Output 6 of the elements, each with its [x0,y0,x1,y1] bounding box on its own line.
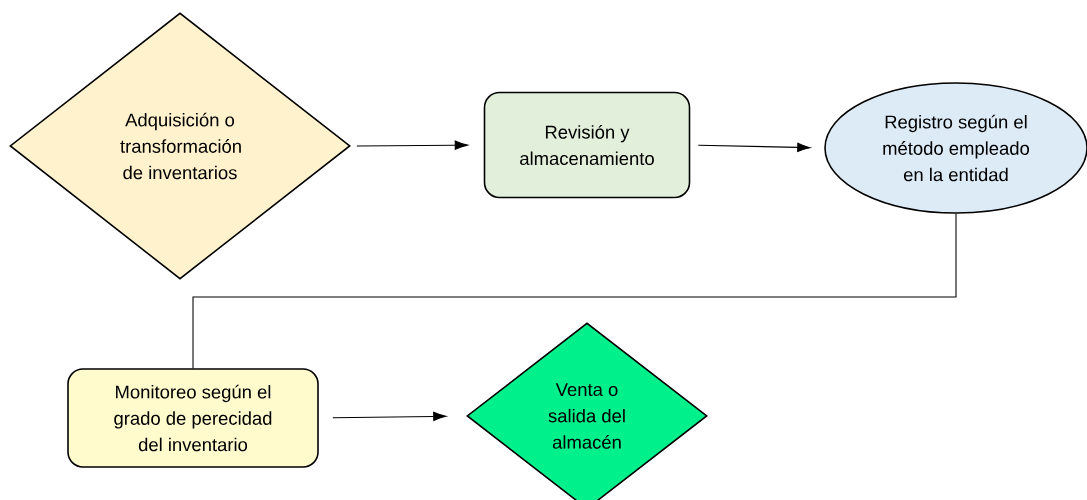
arrow [356,140,468,150]
process-box: Revisión y almacenamiento [483,91,691,199]
arrow [697,142,811,153]
arrow [332,411,447,422]
process-box: Monitoreo según el grado de perecidad del inventario [67,368,319,468]
connector-line [192,213,957,369]
